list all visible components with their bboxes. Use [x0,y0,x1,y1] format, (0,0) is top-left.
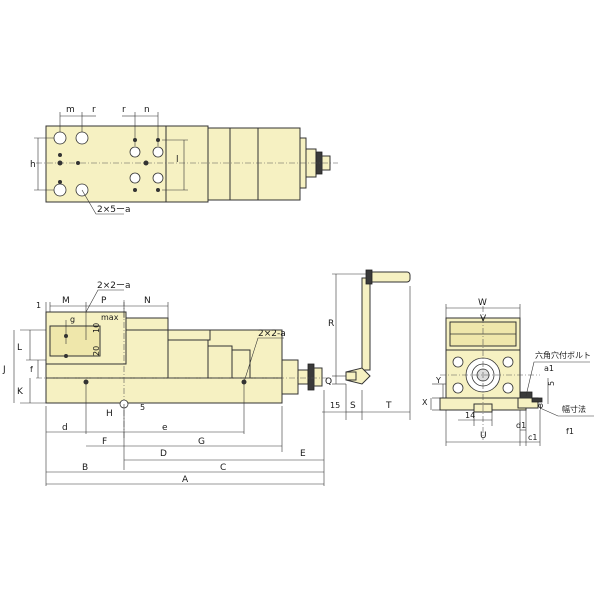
side-bolt [502,382,514,394]
handle-grip [367,271,411,283]
dim-10: 10 [92,323,101,333]
dim-Q: Q [325,377,332,387]
front-jaw-step3 [231,349,251,379]
dim-e: e [162,423,168,433]
dim-H: H [106,409,113,419]
dim-J: J [2,365,6,375]
front-end-plate [281,359,299,395]
dim-L: L [17,343,22,353]
side-clamp-head [531,397,543,403]
dim-N: N [144,296,151,306]
dim-phi: φ [538,401,543,410]
dim-S: S [350,401,356,411]
side-bolt [452,356,464,368]
dim-l: l [176,155,179,165]
hole [129,146,141,158]
dim-K: K [17,387,24,397]
dim-U: U [480,431,487,441]
dim-A: A [182,475,189,485]
dim-5-side: 5 [547,381,556,386]
top-block-1 [165,125,209,203]
note-2x2a-right: 2×2-a [258,329,286,339]
top-view: m r r n h l 2×5ーa [30,105,338,215]
dim-m: m [66,105,75,115]
dim-R: R [328,319,334,329]
dim-n: n [144,105,150,115]
top-block-4 [257,127,301,201]
dim-P: P [101,296,107,306]
hole [53,131,67,145]
side-clamp [517,397,539,409]
side-view: W V 六角穴付ボルト a1 Y X 5 φ 14 U d1 c1 [422,298,594,446]
dim-B: B [82,463,88,473]
dim-W: W [478,298,487,308]
handle-grip-end [365,269,373,285]
dim-C: C [220,463,226,473]
handle-socket-tip [345,371,357,381]
handle-view: R Q 15 S T [322,269,411,420]
dim-1: 1 [36,301,41,310]
front-nut [307,363,315,391]
width-note: 幅寸法 [562,404,586,414]
dim-r: r [92,105,96,115]
dim-5-front: 5 [140,403,145,412]
dim-g: g [70,315,75,324]
hole-note: 2×5ーa [97,205,131,215]
dim-20: 20 [92,346,101,356]
dim-E: E [300,449,306,459]
leader-right [243,337,284,383]
hole [53,183,67,197]
hole [152,146,164,158]
bolt-note: 六角穴付ボルト [535,350,591,360]
dim-14: 14 [465,411,475,420]
bolt-leader [525,361,590,397]
front-tip [313,367,323,387]
handle-arm [361,277,371,371]
front-spindle [297,369,309,385]
dim-f1: f1 [566,427,574,436]
dim-c1: c1 [528,433,538,442]
dim-M: M [62,296,70,306]
dim-T: T [385,401,392,411]
dim-r2: r [122,105,126,115]
dim-X: X [422,398,428,407]
dim-f: f [30,365,33,374]
hole [152,172,164,184]
front-jaw-plate [49,325,101,357]
dim-15: 15 [330,401,340,410]
dim-h: h [30,160,36,170]
leader-left [85,289,124,313]
side-bolt [502,356,514,368]
label-max: max [101,313,119,322]
hole-leader [81,189,124,215]
front-view: 1 M P N 2×2ーa g max 10 20 2×2-a L J f K … [2,281,330,486]
dim-Y: Y [435,376,441,385]
dim-F: F [102,437,107,447]
front-base [45,377,283,404]
side-bolt [452,382,464,394]
dim-D: D [160,449,167,459]
front-bottom-dims [45,384,325,486]
dim-G: G [198,437,205,447]
front-jaw-step2 [207,345,233,379]
dim-V: V [480,314,487,324]
top-block-3 [229,127,259,201]
hole [129,172,141,184]
front-jaw-step [167,339,209,379]
dim-d1: d1 [516,421,526,430]
dim-a1: a1 [544,364,554,373]
width-leader [539,407,594,417]
hole [75,131,89,145]
top-block-2 [207,127,231,201]
dim-d: d [62,423,68,433]
note-2x2a-left: 2×2ーa [97,281,131,291]
